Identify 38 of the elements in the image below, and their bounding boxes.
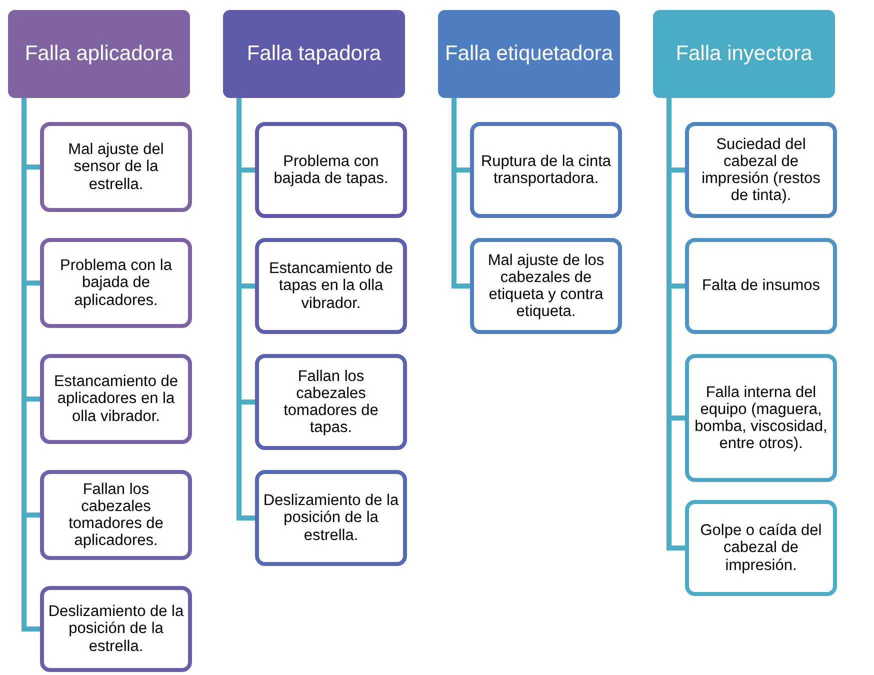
cause-box <box>685 238 837 334</box>
cause-text: Deslizamiento de la posición de la estrella. <box>48 603 184 655</box>
cause-box <box>40 238 192 328</box>
header-text: Falla inyectora <box>676 42 812 66</box>
cause-box <box>470 122 622 218</box>
cause-box <box>255 470 407 566</box>
cause-box <box>255 354 407 450</box>
cause-text: Falla interna del equipo (maguera, bomba, viscosidad, entre otros). <box>694 384 828 452</box>
cause-text: Falta de insumos <box>702 277 820 295</box>
cause-box <box>40 122 192 212</box>
cause-text: Ruptura de la cinta transportadora. <box>480 152 612 188</box>
cause-text: Problema con la bajada de aplicadores. <box>58 257 173 309</box>
category-header <box>223 10 405 98</box>
cause-box <box>255 122 407 218</box>
cause-box <box>40 586 192 672</box>
header-text: Falla etiquetadora <box>444 42 614 66</box>
header-text: Falla aplicadora <box>24 42 174 66</box>
cause-text: Mal ajuste del sensor de la estrella. <box>67 141 165 193</box>
category-header <box>653 10 835 98</box>
header-text: Falla tapadora <box>246 42 382 66</box>
cause-text: Estancamiento de tapas en la olla vibrador. <box>268 260 394 312</box>
category-header <box>8 10 190 98</box>
cause-text: Suciedad del cabezal de impresión (restos de tinta). <box>700 136 822 204</box>
cause-box <box>685 354 837 482</box>
cause-text: Golpe o caída del cabezal de impresión. <box>699 522 823 574</box>
cause-text: Problema con bajada de tapas. <box>272 152 390 188</box>
cause-box <box>40 354 192 444</box>
category-header <box>438 10 620 98</box>
cause-text: Fallan los cabezales tomadores de tapas. <box>282 368 380 436</box>
cause-text: Mal ajuste de los cabezales de etiqueta y contra etiqueta. <box>486 252 606 320</box>
cause-box <box>40 470 192 560</box>
cause-box <box>685 122 837 218</box>
cause-text: Deslizamiento de la posición de la estrella. <box>263 492 399 544</box>
cause-box <box>470 238 622 334</box>
cause-box <box>255 238 407 334</box>
cause-text: Estancamiento de aplicadores en la olla vibrador. <box>52 373 180 425</box>
cause-box <box>685 500 837 596</box>
cause-text: Fallan los cabezales tomadores de aplicadores. <box>68 480 164 550</box>
